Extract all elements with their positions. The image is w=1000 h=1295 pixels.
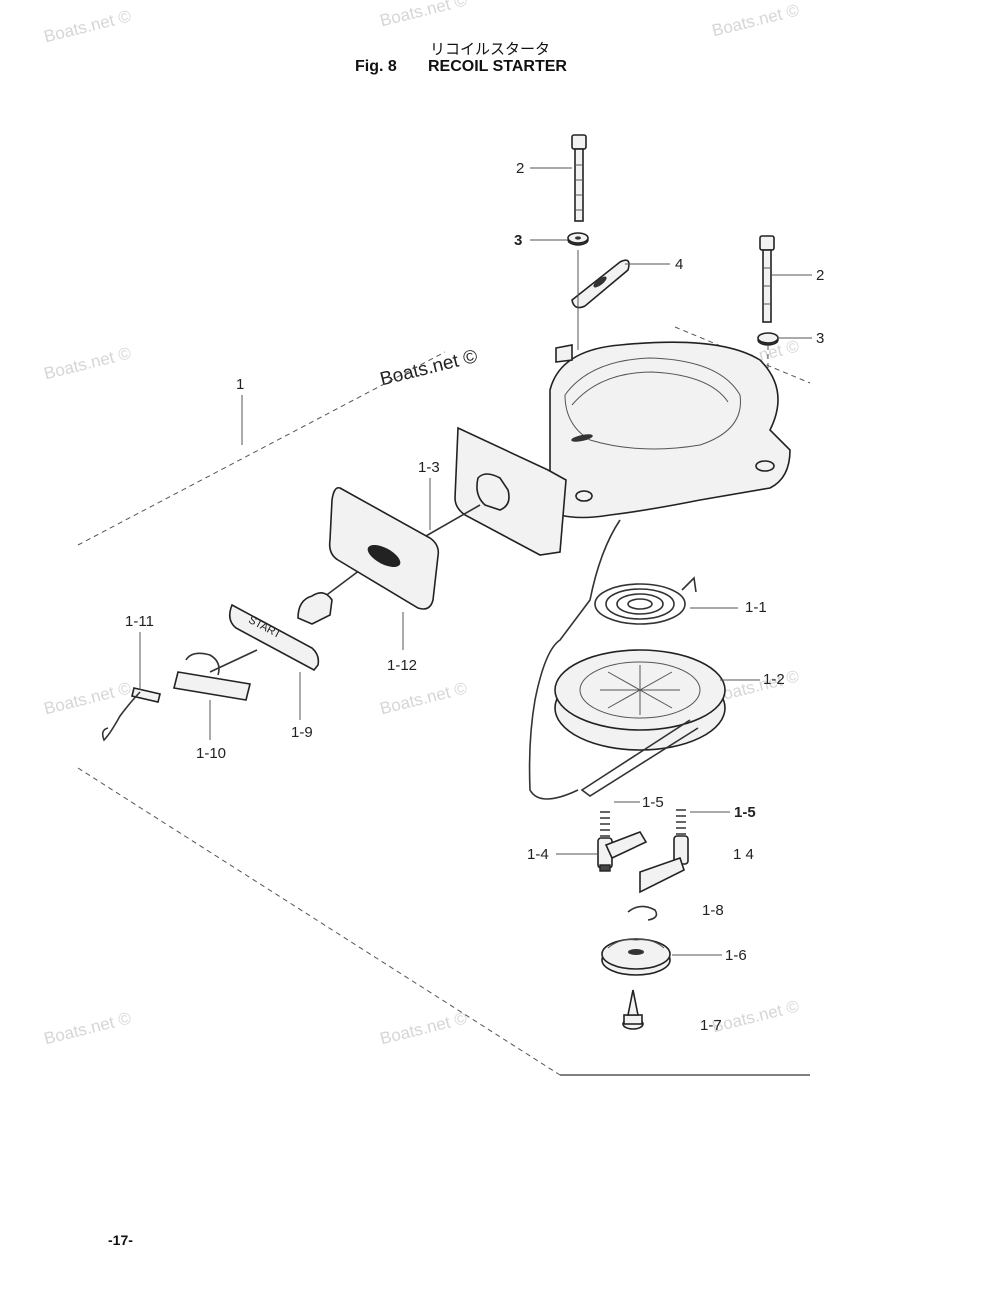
bolt-part-2-top (571, 134, 587, 222)
reel-part-1-2 (554, 649, 726, 797)
callout-1-10: 1-10 (196, 745, 227, 762)
screw-part-1-7 (622, 989, 644, 1030)
starter-cable (528, 519, 621, 800)
callout-1-7: 1-7 (700, 1017, 722, 1034)
callout-1-8: 1-8 (702, 902, 724, 919)
ratchet-part-1-4-left (597, 831, 648, 872)
callout-1-5-left: 1-5 (642, 794, 664, 811)
rope-guide-plate-part-1-12 (328, 486, 440, 610)
callout-1-5-right: 1-5 (734, 804, 756, 821)
ratchet-part-1-4-right (639, 835, 689, 894)
recoil-spring-part-1-1 (594, 576, 697, 625)
rope-end-part-1-10 (173, 652, 251, 701)
callout-2-right: 2 (816, 267, 825, 284)
callout-1-2: 1-2 (763, 671, 785, 688)
spring-part-1-5-right (676, 809, 686, 841)
figure-number: Fig. 8 (355, 58, 397, 75)
page-number: -17- (108, 1232, 133, 1248)
callout-1-11: 1-11 (125, 613, 154, 630)
callout-1-12: 1-12 (387, 657, 418, 674)
title-japanese: リコイルスタータ (430, 40, 551, 58)
diagram-title: RECOIL STARTER (428, 58, 567, 75)
callout-1-4-left: 1-4 (527, 846, 549, 863)
callout-1-4-right: 1 4 (733, 846, 754, 863)
callout-1-3: 1-3 (418, 459, 440, 476)
bolt-part-2-right (759, 235, 775, 323)
callout-3-right: 3 (816, 330, 825, 347)
starter-housing (549, 341, 791, 519)
callout-1-9: 1-9 (291, 724, 313, 741)
callout-1: 1 (236, 376, 245, 393)
callout-1-1: 1-1 (745, 599, 767, 616)
spring-part-1-5-left (600, 811, 610, 843)
washer-part-3-top (567, 232, 589, 246)
hook-part-1-11 (101, 687, 161, 742)
clip-part-1-8 (627, 905, 658, 921)
callout-1-6: 1-6 (725, 947, 747, 964)
ratchet-guide-part-1-6 (601, 938, 671, 976)
housing-front-cover (454, 426, 567, 556)
leader-lines (139, 167, 812, 956)
plate-part-4 (571, 250, 630, 350)
starter-handle-part-1-9 (228, 592, 333, 672)
callout-4: 4 (675, 256, 684, 273)
callout-2-top: 2 (516, 160, 525, 177)
callout-3-top: 3 (514, 232, 523, 249)
